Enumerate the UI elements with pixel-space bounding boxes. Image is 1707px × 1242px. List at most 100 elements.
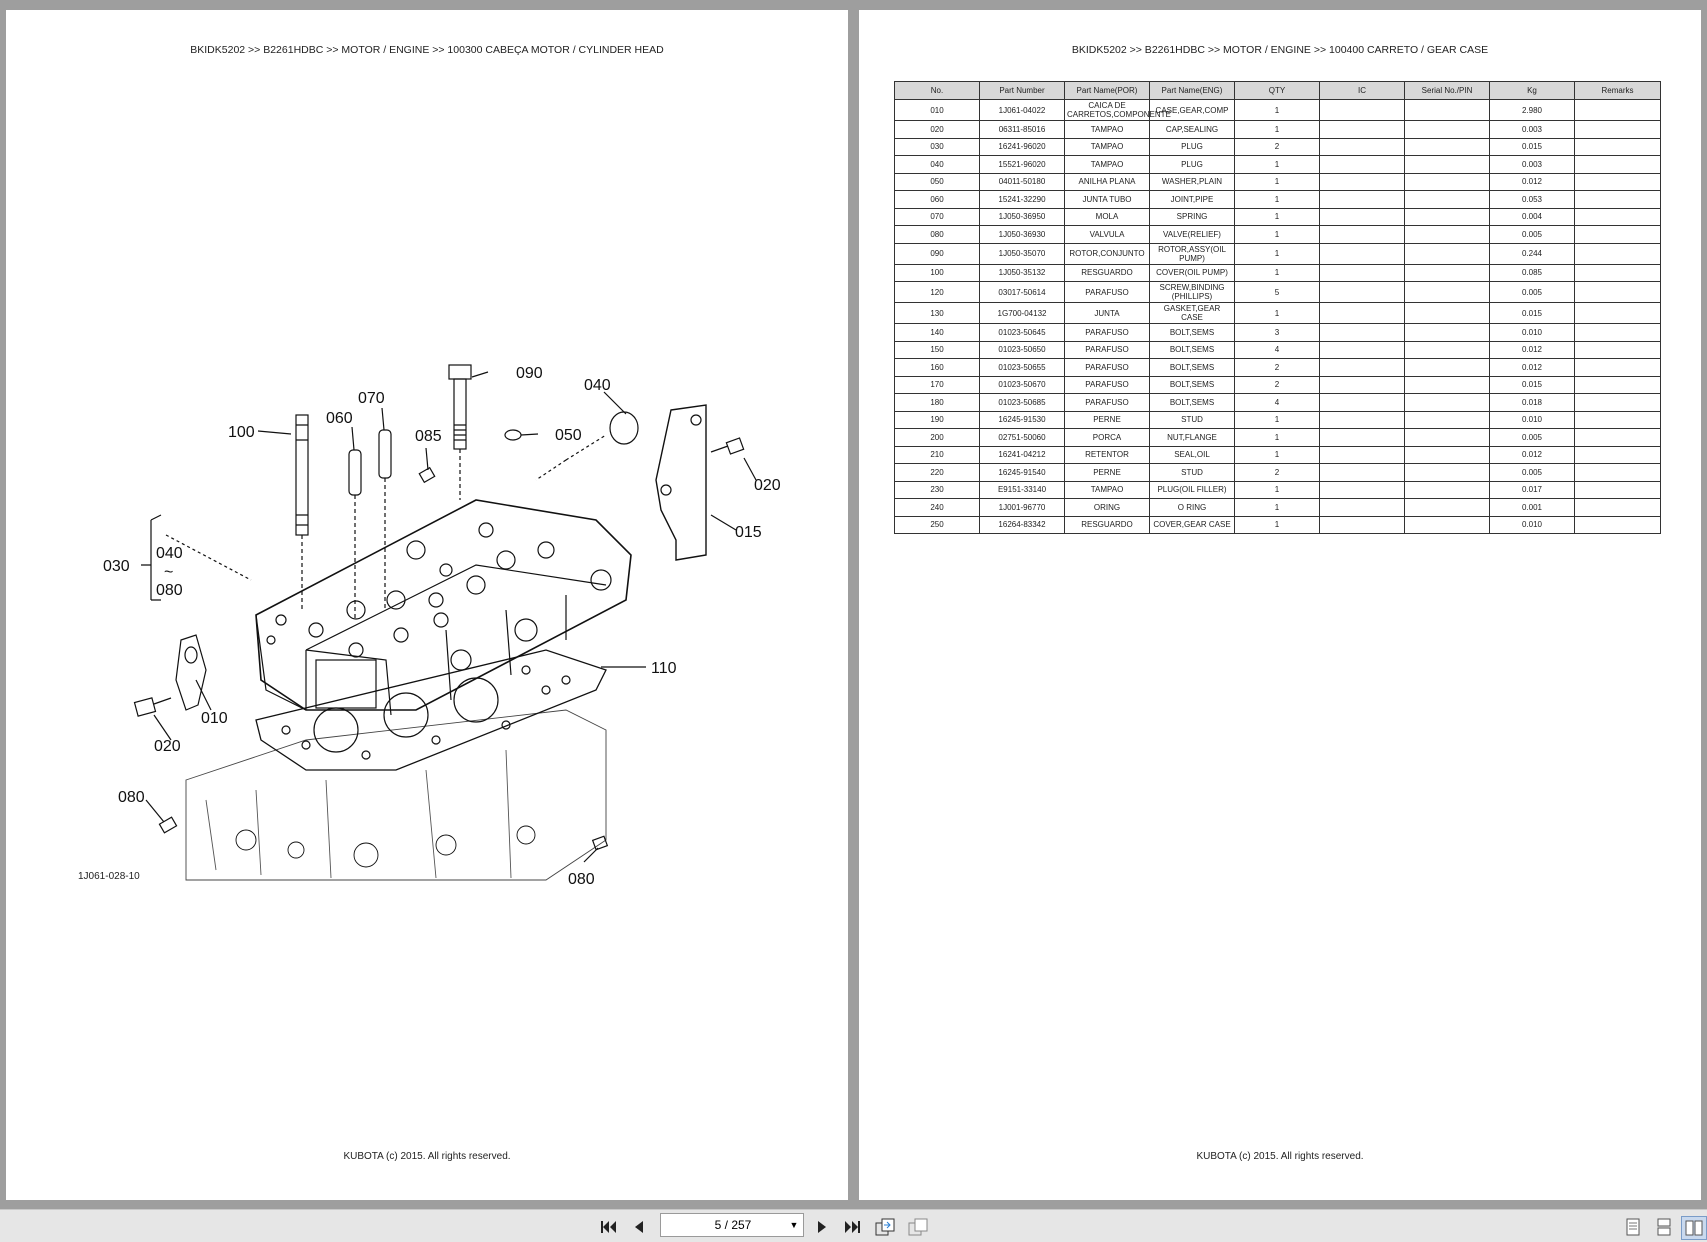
- first-page-icon[interactable]: [597, 1216, 621, 1238]
- table-cell: [1319, 99, 1405, 121]
- table-cell: 0.244: [1489, 242, 1575, 265]
- page-number-box[interactable]: 5 / 257 ▼: [660, 1213, 804, 1237]
- table-cell: [1319, 428, 1405, 447]
- table-cell: 180: [894, 393, 980, 412]
- last-page-icon[interactable]: [840, 1216, 864, 1238]
- table-cell: 1: [1234, 242, 1320, 265]
- two-page-view-icon[interactable]: [1681, 1216, 1707, 1240]
- table-cell: 0.053: [1489, 190, 1575, 209]
- table-cell: GASKET,GEAR CASE: [1149, 302, 1235, 324]
- table-cell: [1404, 302, 1490, 324]
- callout-010: 010: [201, 710, 228, 727]
- table-cell: [1319, 445, 1405, 464]
- page-indicator[interactable]: 5 / 257: [714, 1218, 752, 1232]
- previous-page-icon[interactable]: [627, 1216, 651, 1238]
- table-cell: BOLT,SEMS: [1149, 358, 1235, 377]
- table-cell: [1319, 323, 1405, 342]
- table-cell: 0.015: [1489, 302, 1575, 324]
- table-cell: [1404, 137, 1490, 156]
- table-cell: 4: [1234, 340, 1320, 359]
- left-page: BKIDK5202 >> B2261HDBC >> MOTOR / ENGINE…: [6, 10, 848, 1200]
- rotate-icon[interactable]: [873, 1216, 897, 1238]
- table-cell: [1574, 172, 1661, 191]
- table-cell: 01023-50685: [979, 393, 1065, 412]
- table-cell: 0.010: [1489, 410, 1575, 429]
- table-cell: ANILHA PLANA: [1064, 172, 1150, 191]
- table-cell: 250: [894, 515, 980, 534]
- table-cell: [1404, 225, 1490, 244]
- chevron-down-icon[interactable]: ▼: [789, 1220, 799, 1230]
- left-footer: KUBOTA (c) 2015. All rights reserved.: [343, 1151, 511, 1162]
- table-cell: [1574, 393, 1661, 412]
- table-cell: TAMPAO: [1064, 155, 1150, 174]
- export-icon[interactable]: [906, 1216, 930, 1238]
- table-cell: 01023-50645: [979, 323, 1065, 342]
- table-cell: PARAFUSO: [1064, 340, 1150, 359]
- table-cell: SCREW,BINDING (PHILLIPS): [1149, 281, 1235, 303]
- table-cell: [1404, 375, 1490, 394]
- table-cell: RESGUARDO: [1064, 515, 1150, 534]
- table-cell: [1319, 393, 1405, 412]
- next-page-icon[interactable]: [810, 1216, 834, 1238]
- table-cell: 2: [1234, 463, 1320, 482]
- table-cell: 1: [1234, 263, 1320, 282]
- continuous-view-icon[interactable]: [1652, 1216, 1676, 1238]
- table-cell: 16241-04212: [979, 445, 1065, 464]
- table-cell: RESGUARDO: [1064, 263, 1150, 282]
- table-cell: STUD: [1149, 410, 1235, 429]
- column-header: Part Name(POR): [1064, 81, 1150, 100]
- table-cell: [1404, 445, 1490, 464]
- callout-050: 050: [555, 427, 582, 444]
- table-cell: [1319, 340, 1405, 359]
- table-cell: [1404, 155, 1490, 174]
- table-cell: [1319, 120, 1405, 139]
- table-cell: 0.085: [1489, 263, 1575, 282]
- table-cell: [1404, 281, 1490, 303]
- table-cell: 1J050-36950: [979, 207, 1065, 226]
- table-cell: 0.005: [1489, 281, 1575, 303]
- table-cell: BOLT,SEMS: [1149, 323, 1235, 342]
- table-cell: [1574, 358, 1661, 377]
- table-cell: PLUG: [1149, 155, 1235, 174]
- table-cell: [1319, 190, 1405, 209]
- table-cell: 210: [894, 445, 980, 464]
- callout-110: 110: [651, 660, 677, 677]
- table-cell: [1404, 242, 1490, 265]
- viewer-toolbar: 5 / 257 ▼: [0, 1209, 1707, 1242]
- column-header: No.: [894, 81, 980, 100]
- table-cell: [1404, 515, 1490, 534]
- table-cell: [1574, 463, 1661, 482]
- table-cell: PLUG(OIL FILLER): [1149, 480, 1235, 499]
- table-cell: ROTOR,ASSY(OIL PUMP): [1149, 242, 1235, 265]
- table-cell: 16241-96020: [979, 137, 1065, 156]
- table-cell: 0.012: [1489, 172, 1575, 191]
- table-cell: 06311-85016: [979, 120, 1065, 139]
- table-cell: 130: [894, 302, 980, 324]
- table-cell: [1319, 480, 1405, 499]
- table-cell: 2: [1234, 137, 1320, 156]
- table-cell: [1319, 302, 1405, 324]
- table-cell: CAP,SEALING: [1149, 120, 1235, 139]
- table-cell: VALVE(RELIEF): [1149, 225, 1235, 244]
- table-cell: 1: [1234, 302, 1320, 324]
- table-cell: [1319, 281, 1405, 303]
- table-cell: COVER(OIL PUMP): [1149, 263, 1235, 282]
- table-cell: SEAL,OIL: [1149, 445, 1235, 464]
- table-cell: [1574, 302, 1661, 324]
- table-cell: [1574, 155, 1661, 174]
- single-page-view-icon[interactable]: [1621, 1216, 1645, 1238]
- table-cell: 1: [1234, 120, 1320, 139]
- column-header: Remarks: [1574, 81, 1661, 100]
- table-cell: 1: [1234, 207, 1320, 226]
- table-cell: RETENTOR: [1064, 445, 1150, 464]
- left-breadcrumb: BKIDK5202 >> B2261HDBC >> MOTOR / ENGINE…: [190, 44, 664, 56]
- table-cell: [1319, 498, 1405, 517]
- table-cell: 01023-50650: [979, 340, 1065, 359]
